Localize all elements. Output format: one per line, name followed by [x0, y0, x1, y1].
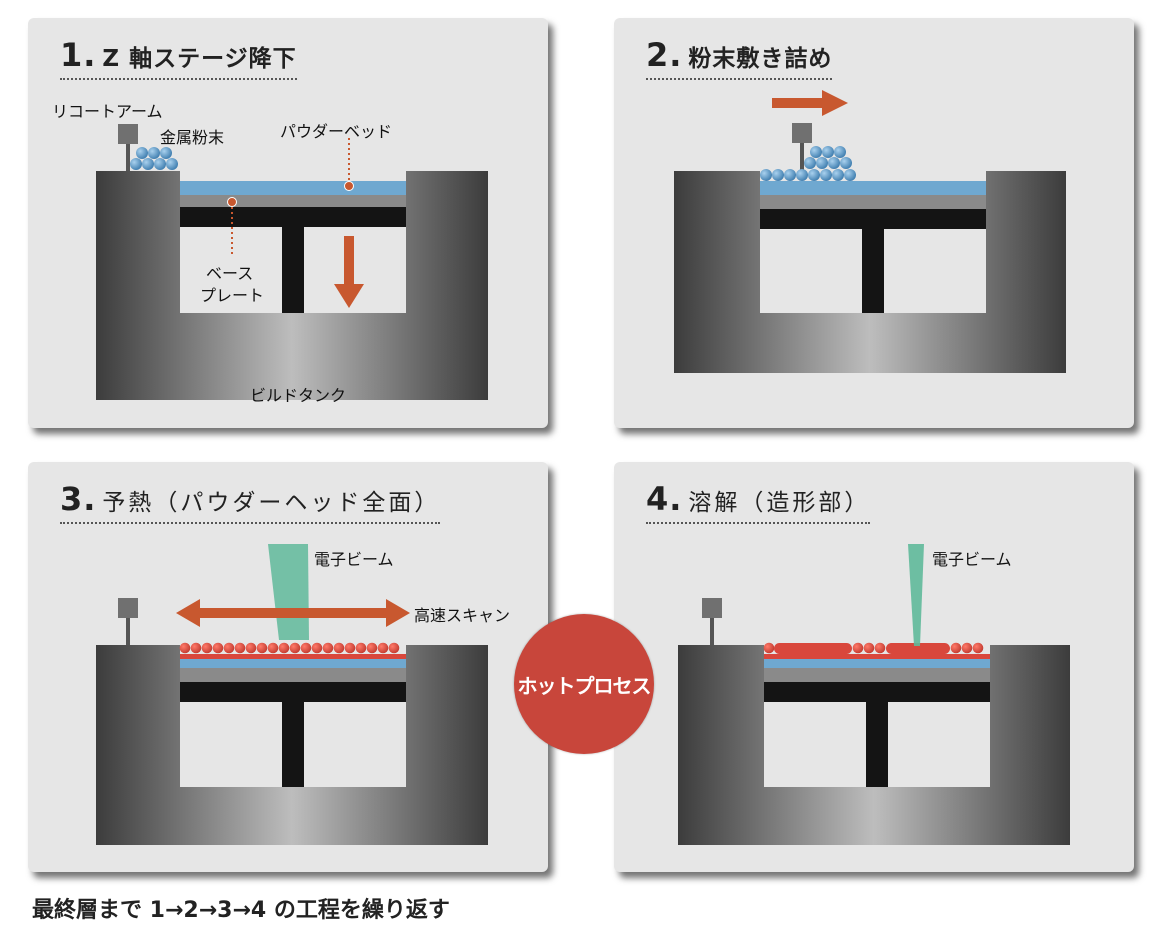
stage-top — [180, 682, 406, 702]
powder-bed-layer — [180, 181, 406, 195]
stage-shaft — [866, 702, 888, 787]
step-title-text: 予熱（パウダーヘッド全面） — [102, 490, 441, 516]
molten-layer — [180, 654, 406, 659]
powder-bed-layer — [764, 659, 990, 668]
electron-beam-label: 電子ビーム — [932, 550, 1012, 569]
molten-layer — [764, 654, 990, 659]
recoater-head — [702, 598, 722, 618]
step-number: 1. — [60, 36, 97, 74]
electron-beam — [268, 544, 309, 640]
step-2-title: 2.粉末敷き詰め — [646, 36, 833, 80]
step-4-diagram — [678, 544, 1070, 845]
right-arrow — [772, 90, 848, 116]
step-3-panel: 3.予熱（パウダーヘッド全面） — [28, 462, 548, 872]
stage-top — [764, 682, 990, 702]
recoater-rod — [800, 143, 804, 171]
build-tank — [96, 645, 488, 845]
metal-powder-pile — [130, 147, 178, 170]
electron-beam — [908, 544, 924, 646]
recoater-rod — [126, 144, 130, 171]
down-arrow — [334, 236, 364, 308]
spread-powder-row — [760, 169, 856, 181]
metal-powder-label: 金属粉末 — [160, 128, 225, 147]
stage-top — [760, 209, 986, 229]
recoater-head — [792, 123, 812, 143]
footer-caption: 最終層まで 1→2→3→4 の工程を繰り返す — [32, 898, 450, 923]
recoater-rod — [126, 618, 130, 645]
base-plate — [760, 195, 986, 209]
step-4-panel: 4.溶解（造形部） 電子ビーム — [614, 462, 1134, 872]
recoater-head — [118, 124, 138, 144]
stage-shaft — [862, 229, 884, 313]
recoater-arm-label: リコートアーム — [52, 102, 163, 121]
step-1-panel: 1.Z 軸ステージ降下 リコートアーム — [28, 18, 548, 428]
hot-process-badge: ホットプロセス — [514, 614, 654, 754]
base-plate — [180, 668, 406, 682]
high-speed-scan-label: 高速スキャン — [414, 606, 511, 625]
base-plate — [180, 195, 406, 207]
melted-powder-row — [763, 642, 984, 654]
step-title-text: Z 軸ステージ降下 — [102, 46, 297, 72]
recoater-head — [118, 598, 138, 618]
step-1-diagram — [96, 124, 488, 400]
powder-bed-layer — [760, 181, 986, 195]
step-number: 4. — [646, 480, 683, 518]
build-tank — [674, 171, 1066, 373]
step-4-title: 4.溶解（造形部） — [646, 480, 871, 524]
heated-powder-row — [179, 642, 400, 654]
stage-top — [180, 207, 406, 227]
base-plate-label-line1: ベース — [206, 264, 254, 283]
step-3-title: 3.予熱（パウダーヘッド全面） — [60, 480, 441, 524]
step-2-diagram — [674, 90, 1066, 373]
step-1-title: 1.Z 軸ステージ降下 — [60, 36, 297, 80]
stage-shaft — [282, 702, 304, 787]
step-number: 3. — [60, 480, 97, 518]
build-tank — [678, 645, 1070, 845]
step-3-diagram — [96, 544, 488, 845]
base-plate — [764, 668, 990, 682]
recoater-rod — [710, 618, 714, 645]
powder-bed-layer — [180, 659, 406, 668]
electron-beam-label: 電子ビーム — [314, 550, 394, 569]
build-tank-label: ビルドタンク — [250, 386, 347, 405]
scan-double-arrow — [176, 599, 410, 627]
stage-shaft — [282, 227, 304, 313]
step-title-text: 粉末敷き詰め — [688, 46, 833, 72]
metal-powder-pile — [804, 146, 852, 169]
powder-bed-label: パウダーベッド — [280, 122, 393, 141]
step-title-text: 溶解（造形部） — [688, 490, 871, 516]
build-tank — [96, 171, 488, 400]
step-number: 2. — [646, 36, 683, 74]
step-2-panel: 2.粉末敷き詰め — [614, 18, 1134, 428]
base-plate-label-line2: プレート — [200, 286, 265, 305]
